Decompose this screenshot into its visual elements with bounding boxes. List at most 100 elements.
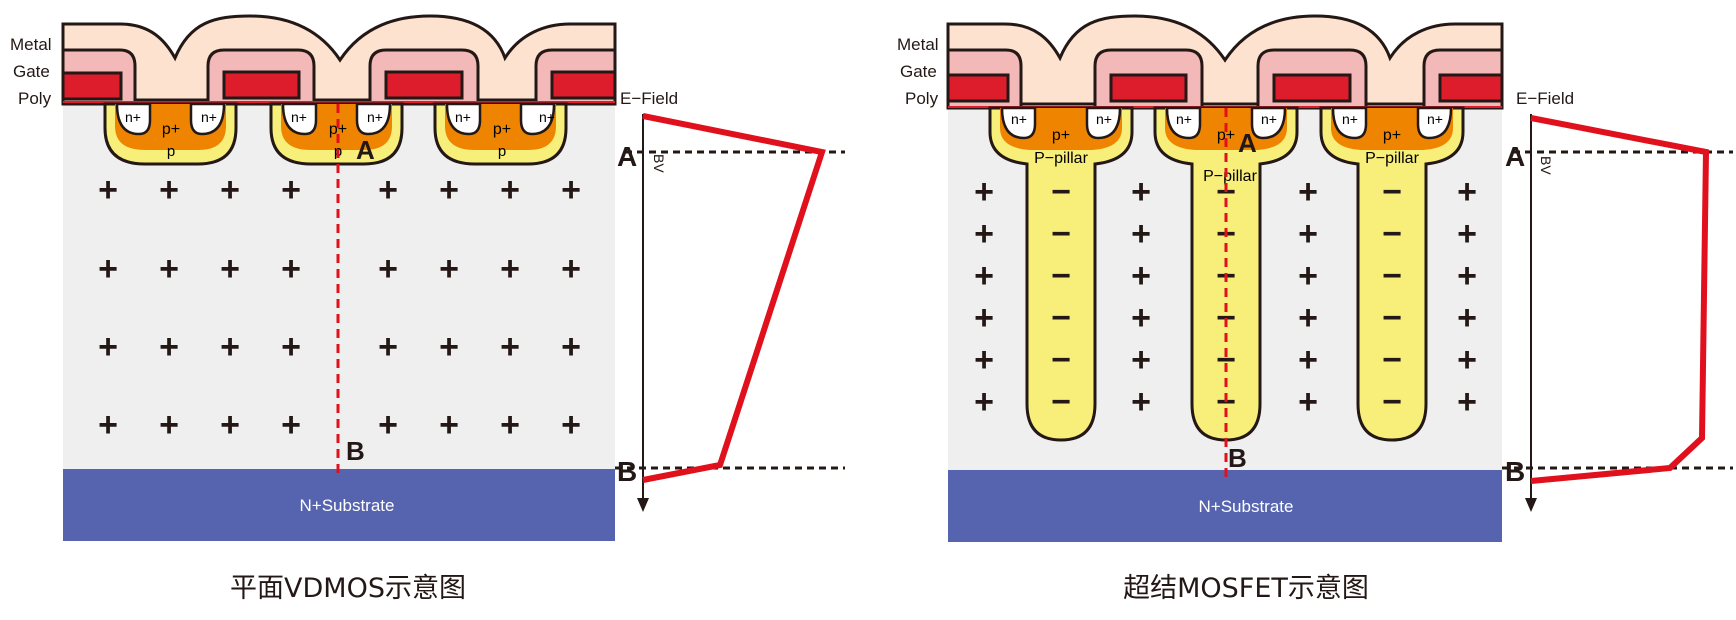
- poly-label: Poly: [905, 89, 939, 108]
- positive-charge: +: [439, 328, 459, 366]
- metal-layer: [946, 14, 1504, 106]
- positive-charge: +: [98, 171, 118, 209]
- source-n-plus-label: n+: [201, 109, 217, 125]
- metal-layer: [61, 14, 617, 102]
- positive-charge: +: [439, 250, 459, 288]
- gate-stack-1: [946, 48, 1023, 110]
- source-n-plus-label: n+: [1096, 111, 1112, 127]
- positive-charge: +: [1457, 215, 1477, 253]
- n-plus-substrate: [948, 470, 1502, 542]
- positive-charge: +: [159, 328, 179, 366]
- metal-label: Metal: [10, 35, 52, 54]
- point-b-label: B: [1228, 443, 1247, 473]
- source-n-plus-label: n+: [1011, 111, 1027, 127]
- e-field-plot: E−Field BV A B: [1502, 89, 1733, 512]
- source-n-plus-label: n+: [1176, 111, 1192, 127]
- positive-charge: +: [281, 328, 301, 366]
- positive-charge: +: [439, 171, 459, 209]
- bv-label: BV: [651, 154, 667, 173]
- negative-charge: −: [1051, 215, 1071, 253]
- point-a-label: A: [356, 135, 375, 165]
- source-n-plus-label: n+: [1342, 111, 1358, 127]
- positive-charge: +: [98, 250, 118, 288]
- metal-label: Metal: [897, 35, 939, 54]
- p-plus-label: p+: [329, 121, 347, 138]
- positive-charge: +: [1457, 299, 1477, 337]
- positive-charge: +: [98, 328, 118, 366]
- positive-charge: +: [220, 328, 240, 366]
- positive-charge: +: [1131, 299, 1151, 337]
- n-plus-substrate: [63, 469, 615, 541]
- point-b-label: B: [617, 456, 637, 487]
- positive-charge: +: [1131, 215, 1151, 253]
- negative-charge: −: [1216, 341, 1236, 379]
- source-n-plus-label: n+: [1261, 111, 1277, 127]
- positive-charge: +: [439, 406, 459, 444]
- gate-label: Gate: [13, 62, 50, 81]
- positive-charge: +: [378, 406, 398, 444]
- positive-charge: +: [159, 250, 179, 288]
- positive-charge: +: [378, 171, 398, 209]
- negative-charge: −: [1051, 383, 1071, 421]
- gate-stack-3: [368, 48, 480, 106]
- positive-charge: +: [98, 406, 118, 444]
- p-pillar-label: P−pillar: [1034, 150, 1088, 167]
- drift-positive-charges: ++++++++++++++++++++++++++++++++: [98, 171, 581, 444]
- e-field-curve: [1530, 115, 1710, 484]
- gate-stack-2: [1093, 48, 1204, 110]
- positive-charge: +: [974, 215, 994, 253]
- substrate-label: N+Substrate: [300, 496, 395, 515]
- p-pillar-cell-3: n+ n+ p+ P−pillar: [1319, 106, 1465, 442]
- positive-charge: +: [220, 406, 240, 444]
- positive-charge: +: [500, 171, 520, 209]
- positive-charge: +: [1457, 383, 1477, 421]
- p-plus-label: p+: [162, 121, 180, 138]
- p-plus-label: p+: [1383, 127, 1401, 144]
- p-pillar-label: P−pillar: [1203, 168, 1257, 185]
- negative-charge: −: [1051, 173, 1071, 211]
- bv-label: BV: [1538, 156, 1554, 175]
- p-body-label: p: [167, 143, 175, 160]
- source-n-plus-label: n+: [1427, 111, 1443, 127]
- p-pillar-cell-1: n+ n+ p+ P−pillar: [988, 106, 1134, 442]
- positive-charge: +: [220, 250, 240, 288]
- point-b-label: B: [1505, 456, 1525, 487]
- negative-charge: −: [1051, 257, 1071, 295]
- source-n-plus-label: n+: [291, 109, 307, 125]
- gate-stack-3: [1256, 48, 1368, 110]
- p-plus-label: p+: [493, 121, 511, 138]
- point-b-label: B: [346, 436, 365, 466]
- e-field-plot: E−Field BV A B: [615, 89, 845, 512]
- p-plus-label: p+: [1217, 127, 1235, 144]
- positive-charge: +: [281, 250, 301, 288]
- positive-charge: +: [1131, 257, 1151, 295]
- positive-charge: +: [1457, 341, 1477, 379]
- e-field-label: E−Field: [1516, 89, 1574, 108]
- positive-charge: +: [500, 250, 520, 288]
- p-body-label: p: [498, 143, 506, 160]
- positive-charge: +: [561, 171, 581, 209]
- positive-charge: +: [159, 406, 179, 444]
- positive-charge: +: [1131, 383, 1151, 421]
- poly-label: Poly: [18, 89, 52, 108]
- diagram-caption: 超结MOSFET示意图: [1123, 573, 1369, 604]
- negative-charge: −: [1051, 341, 1071, 379]
- e-field-label: E−Field: [620, 89, 678, 108]
- source-n-plus-label: n+: [539, 109, 555, 125]
- positive-charge: +: [500, 406, 520, 444]
- negative-charge: −: [1382, 383, 1402, 421]
- positive-charge: +: [159, 171, 179, 209]
- positive-charge: +: [1131, 341, 1151, 379]
- positive-charge: +: [1298, 257, 1318, 295]
- negative-charge: −: [1382, 173, 1402, 211]
- substrate-label: N+Substrate: [1199, 497, 1294, 516]
- positive-charge: +: [1298, 383, 1318, 421]
- positive-charge: +: [378, 328, 398, 366]
- positive-charge: +: [1457, 173, 1477, 211]
- source-n-plus-label: n+: [367, 109, 383, 125]
- point-a-label: A: [1505, 141, 1525, 172]
- positive-charge: +: [561, 328, 581, 366]
- positive-charge: +: [500, 328, 520, 366]
- positive-charge: +: [974, 299, 994, 337]
